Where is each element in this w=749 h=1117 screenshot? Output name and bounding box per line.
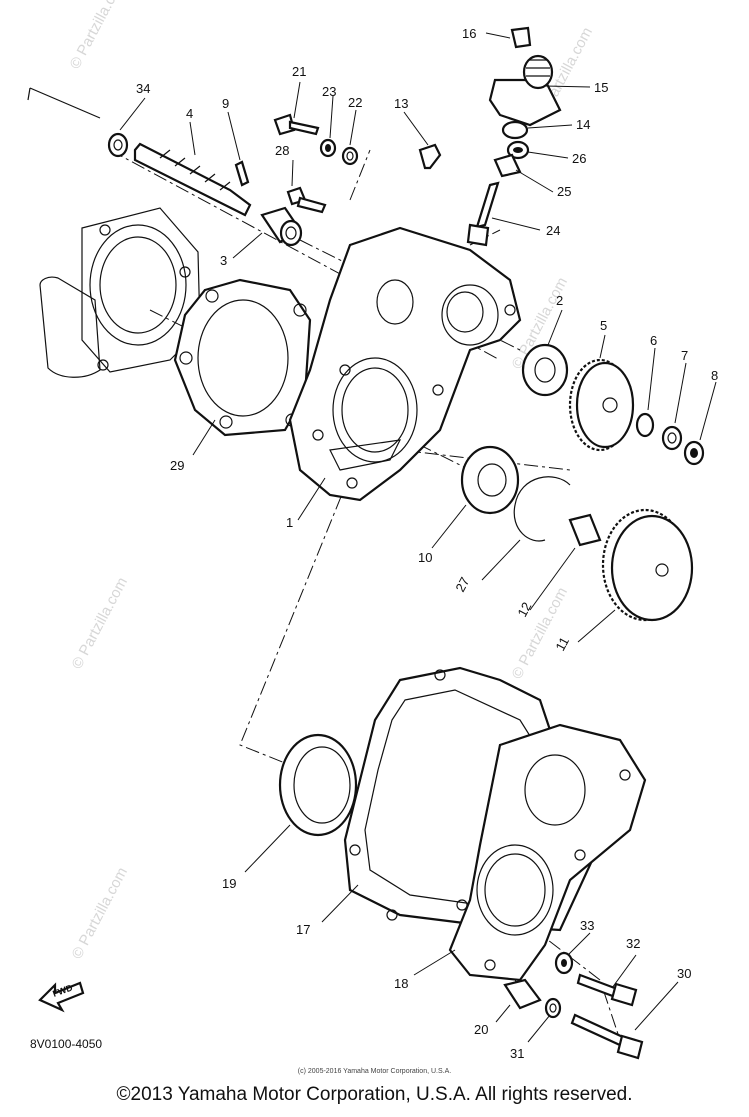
callout-30: 30 bbox=[677, 966, 691, 981]
bushing-12 bbox=[568, 513, 602, 547]
callout-26: 26 bbox=[572, 151, 586, 166]
callout-16: 16 bbox=[462, 26, 476, 41]
callout-4: 4 bbox=[186, 106, 193, 121]
callout-15: 15 bbox=[594, 80, 608, 95]
callout-28: 28 bbox=[275, 143, 289, 158]
callout-8: 8 bbox=[711, 368, 718, 383]
diagram-code: 8V0100-4050 bbox=[30, 1037, 103, 1051]
oil-seal-19 bbox=[278, 733, 358, 837]
callout-22: 22 bbox=[348, 95, 362, 110]
dowel-20 bbox=[503, 978, 542, 1010]
seal-26 bbox=[506, 140, 530, 160]
callout-12: 12 bbox=[514, 600, 534, 620]
circlip-27 bbox=[513, 476, 571, 542]
callout-25: 25 bbox=[557, 184, 571, 199]
callout-labels: 1 2 3 4 5 6 7 8 9 10 11 12 13 14 15 16 1… bbox=[136, 26, 718, 1061]
copyright-footer: ©2013 Yamaha Motor Corporation, U.S.A. A… bbox=[116, 1084, 633, 1105]
gear-5 bbox=[568, 358, 635, 452]
cover-18 bbox=[448, 723, 647, 982]
bolt-30 bbox=[570, 1013, 644, 1060]
screw-16 bbox=[510, 26, 532, 49]
gasket-29 bbox=[173, 278, 312, 437]
screw-13 bbox=[418, 143, 442, 170]
bearing-10 bbox=[460, 445, 520, 515]
leader-lines bbox=[119, 32, 717, 1043]
gasket-14 bbox=[501, 120, 529, 140]
bolt-32 bbox=[576, 973, 638, 1007]
small-copyright: (c) 2005-2016 Yamaha Motor Corporation, … bbox=[297, 1068, 452, 1075]
callout-7: 7 bbox=[681, 348, 688, 363]
bushing-3 bbox=[260, 206, 303, 247]
washer-23 bbox=[319, 138, 337, 158]
washer-34 bbox=[107, 132, 129, 158]
callout-23: 23 bbox=[322, 84, 336, 99]
callout-1: 1 bbox=[286, 515, 293, 530]
callout-10: 10 bbox=[418, 550, 432, 565]
callout-6: 6 bbox=[650, 333, 657, 348]
callout-3: 3 bbox=[220, 253, 227, 268]
callout-24: 24 bbox=[546, 223, 560, 238]
shaft-24 bbox=[466, 181, 500, 247]
nut-8 bbox=[683, 440, 705, 466]
washer-31 bbox=[544, 997, 562, 1019]
callout-27: 27 bbox=[452, 575, 472, 595]
bearing-2 bbox=[521, 343, 569, 397]
watermark: © Partzilla.com bbox=[69, 575, 131, 672]
bolt-28 bbox=[286, 186, 327, 214]
callout-34: 34 bbox=[136, 81, 150, 96]
callout-18: 18 bbox=[394, 976, 408, 991]
washer-7 bbox=[661, 425, 683, 451]
engine-case-outline bbox=[27, 87, 201, 378]
callout-9: 9 bbox=[222, 96, 229, 111]
crankcase-cover-1 bbox=[288, 226, 522, 502]
callout-29: 29 bbox=[170, 458, 184, 473]
watermark: © Partzilla.com bbox=[67, 0, 129, 72]
gear-11 bbox=[601, 508, 694, 622]
callout-19: 19 bbox=[222, 876, 236, 891]
callout-17: 17 bbox=[296, 922, 310, 937]
callout-20: 20 bbox=[474, 1022, 488, 1037]
shaft-4 bbox=[133, 142, 252, 217]
callout-32: 32 bbox=[626, 936, 640, 951]
callout-13: 13 bbox=[394, 96, 408, 111]
watermark: © Partzilla.com bbox=[509, 585, 571, 682]
callout-31: 31 bbox=[510, 1046, 524, 1061]
callout-5: 5 bbox=[600, 318, 607, 333]
pin-9 bbox=[234, 160, 250, 187]
washer-33 bbox=[554, 951, 574, 975]
forward-arrow-icon: FWD bbox=[38, 981, 85, 1013]
callout-11: 11 bbox=[552, 634, 572, 653]
washer-22 bbox=[341, 146, 359, 166]
callout-33: 33 bbox=[580, 918, 594, 933]
callout-2: 2 bbox=[556, 293, 563, 308]
housing-15 bbox=[488, 54, 562, 127]
bolt-21 bbox=[273, 113, 320, 136]
part-6 bbox=[635, 412, 655, 438]
callout-14: 14 bbox=[576, 117, 590, 132]
callout-21: 21 bbox=[292, 64, 306, 79]
watermark: © Partzilla.com bbox=[69, 865, 131, 962]
